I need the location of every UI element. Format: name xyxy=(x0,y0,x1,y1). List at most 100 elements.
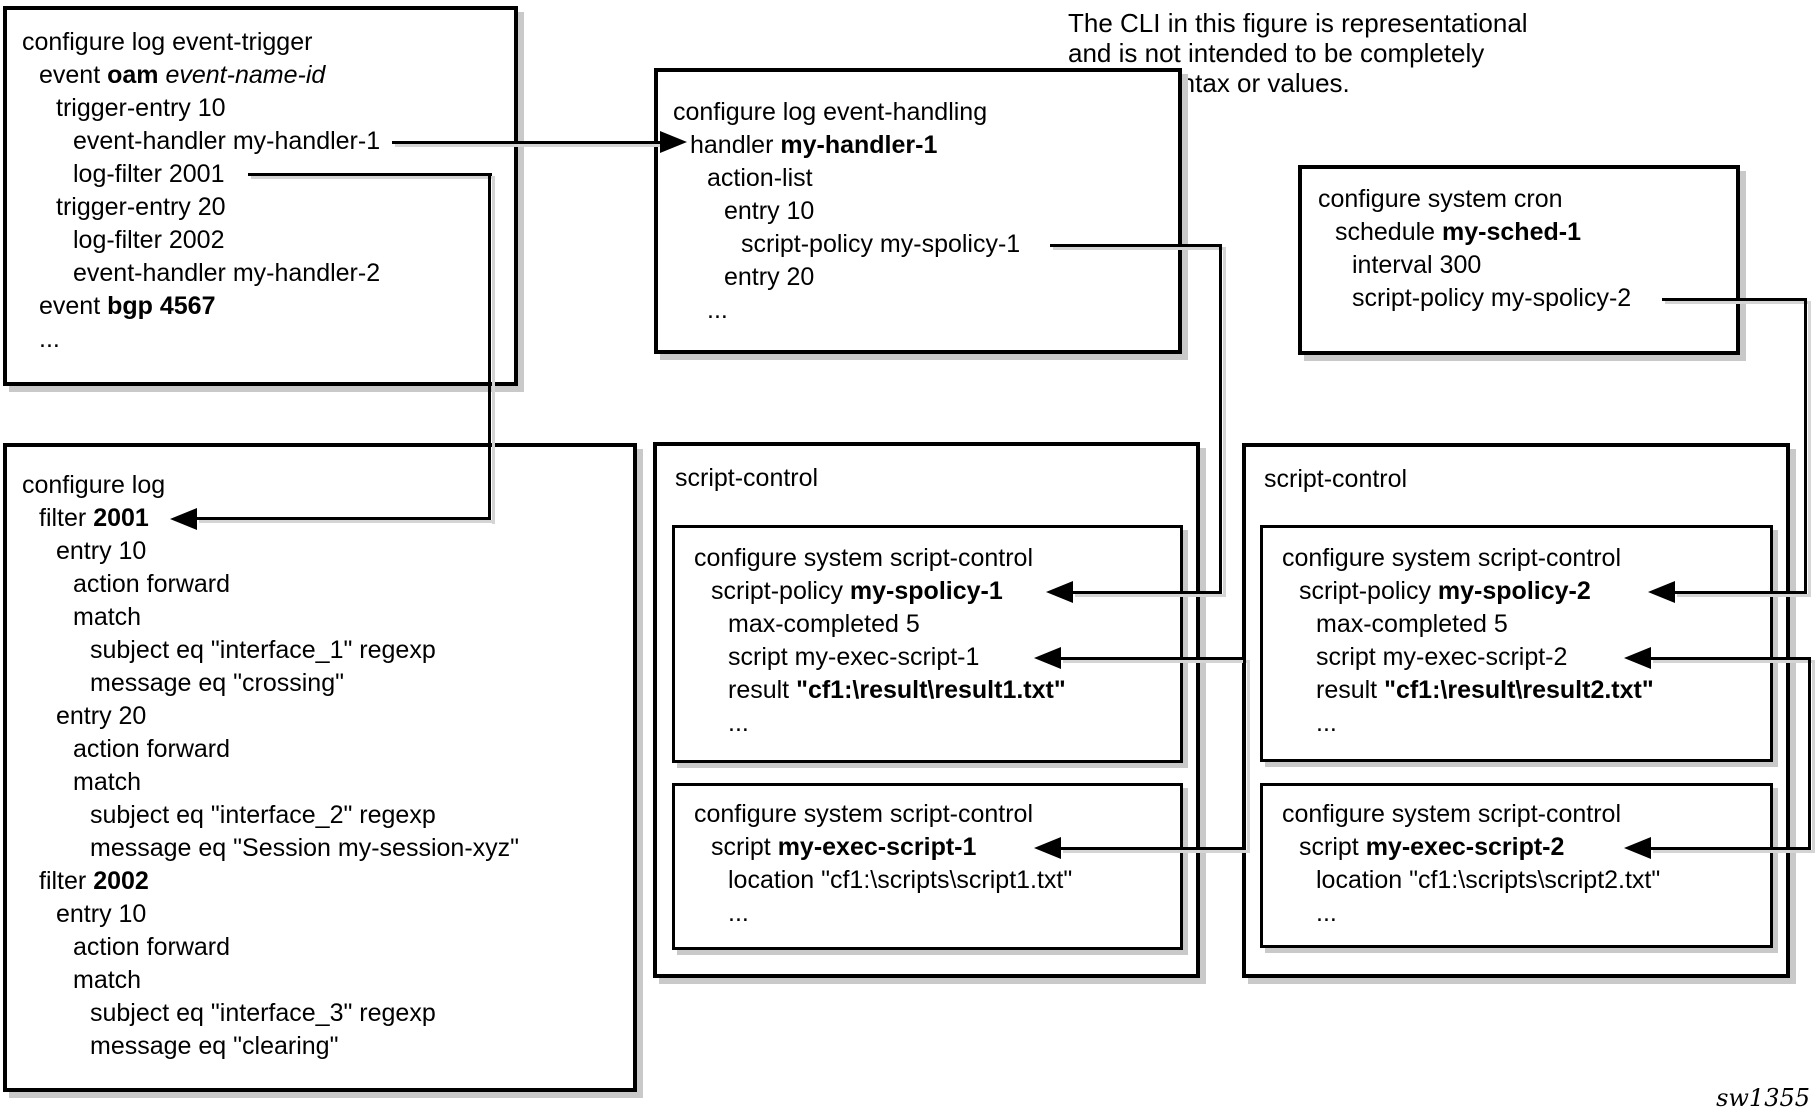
script-def-box-1: configure system script-control script my… xyxy=(672,783,1183,950)
cli-line: configure system script-control xyxy=(1282,544,1622,572)
arrowhead-left-icon xyxy=(1648,581,1675,603)
cli-line: match xyxy=(73,768,142,796)
arrow-line xyxy=(1060,847,1246,850)
cli-line: handler my-handler-1 xyxy=(690,131,938,159)
cli-line: script-policy my-spolicy-1 xyxy=(711,577,1003,605)
cli-line: trigger-entry 20 xyxy=(56,193,226,221)
cli-line: configure log event-handling xyxy=(673,98,988,126)
cli-line: configure system cron xyxy=(1318,185,1563,213)
cli-line: configure system script-control xyxy=(1282,800,1622,828)
cli-line: script-policy my-spolicy-2 xyxy=(1352,284,1632,312)
cli-line: ... xyxy=(1316,899,1337,927)
cli-line: interval 300 xyxy=(1352,251,1482,279)
cli-line: subject eq "interface_1" regexp xyxy=(90,636,436,664)
cli-line: entry 10 xyxy=(56,900,147,928)
arrow-line xyxy=(1219,244,1222,594)
cli-line: entry 10 xyxy=(724,197,815,225)
cli-line: action forward xyxy=(73,933,231,961)
arrow-line xyxy=(1072,591,1222,594)
cli-line: max-completed 5 xyxy=(728,610,920,638)
cron-cli: configure system cron schedule my-sched-1… xyxy=(1318,183,1730,315)
cli-line: script my-exec-script-2 xyxy=(1316,643,1568,671)
arrowhead-left-icon xyxy=(1624,837,1651,859)
cli-line: event-handler my-handler-2 xyxy=(73,259,381,287)
arrow-line xyxy=(1243,657,1246,850)
script-def-cli-2: configure system script-control script my… xyxy=(1282,798,1764,930)
note-text: The CLI in this figure is representation… xyxy=(1068,8,1808,98)
arrow-line xyxy=(1060,657,1246,660)
script-def-cli-1: configure system script-control script my… xyxy=(694,798,1174,930)
cli-line: filter 2001 xyxy=(39,504,149,532)
cli-line: result "cf1:\result\result2.txt" xyxy=(1316,676,1654,704)
arrow-line xyxy=(196,517,491,520)
cli-line: entry 20 xyxy=(56,702,147,730)
cli-line: subject eq "interface_2" regexp xyxy=(90,801,436,829)
cli-line: location "cf1:\scripts\script1.txt" xyxy=(728,866,1073,894)
script-def-box-2: configure system script-control script my… xyxy=(1260,783,1773,948)
cli-line: action forward xyxy=(73,570,231,598)
cli-line: entry 10 xyxy=(56,537,147,565)
arrow-line xyxy=(488,173,491,521)
cli-line: configure system script-control xyxy=(694,800,1034,828)
cli-line: action forward xyxy=(73,735,231,763)
log-filter-cli: configure log filter 2001 entry 10 action f… xyxy=(22,469,627,1063)
arrow-line xyxy=(1650,657,1811,660)
cli-line: action-list xyxy=(707,164,813,192)
arrowhead-left-icon xyxy=(1046,581,1073,603)
event-trigger-box: configure log event-trigger event oam eve… xyxy=(3,6,518,386)
cli-line: location "cf1:\scripts\script2.txt" xyxy=(1316,866,1661,894)
cli-line: entry 20 xyxy=(724,263,815,291)
cli-line: result "cf1:\result\result1.txt" xyxy=(728,676,1066,704)
arrowhead-left-icon xyxy=(1034,647,1061,669)
arrow-line xyxy=(392,141,662,144)
arrow-line xyxy=(1650,847,1810,850)
cli-line: configure log xyxy=(22,471,166,499)
log-filter-box: configure log filter 2001 entry 10 action f… xyxy=(3,443,637,1092)
cli-line: event oam event-name-id xyxy=(39,61,326,89)
cli-line: message eq "clearing" xyxy=(90,1032,339,1060)
event-handling-cli: configure log event-handling handler my-h… xyxy=(673,96,1172,327)
arrowhead-right-icon xyxy=(660,131,687,153)
script-control-label-2: script-control xyxy=(1264,465,1408,493)
arrow-line xyxy=(1804,298,1807,594)
cli-line: ... xyxy=(728,899,749,927)
cli-line: schedule my-sched-1 xyxy=(1335,218,1581,246)
cli-line: script my-exec-script-1 xyxy=(711,833,977,861)
arrowhead-left-icon xyxy=(1624,647,1651,669)
arrow-line xyxy=(1674,591,1807,594)
event-handling-box: configure log event-handling handler my-h… xyxy=(654,68,1182,354)
cli-line: and is not intended to be completely xyxy=(1068,38,1485,68)
cli-line: ... xyxy=(39,325,60,353)
arrow-line xyxy=(248,173,492,176)
cli-line: filter 2002 xyxy=(39,867,149,895)
cli-line: log-filter 2002 xyxy=(73,226,225,254)
cli-line: ... xyxy=(1316,709,1337,737)
cli-line: log-filter 2001 xyxy=(73,160,225,188)
cli-line: ... xyxy=(728,709,749,737)
figure-id-watermark: sw1355 xyxy=(1716,1084,1810,1112)
cli-line: configure log event-trigger xyxy=(22,28,313,56)
cli-line: match xyxy=(73,966,142,994)
cron-box: configure system cron schedule my-sched-1… xyxy=(1298,165,1740,355)
cli-line: message eq "crossing" xyxy=(90,669,344,697)
arrow-line xyxy=(1662,298,1807,301)
cli-line: script my-exec-script-1 xyxy=(728,643,980,671)
cli-line: event bgp 4567 xyxy=(39,292,216,320)
arrowhead-left-icon xyxy=(170,508,197,530)
arrowhead-left-icon xyxy=(1034,837,1061,859)
script-control-label-1: script-control xyxy=(675,464,819,492)
cli-line: The CLI in this figure is representation… xyxy=(1068,8,1528,38)
event-trigger-cli: configure log event-trigger event oam eve… xyxy=(22,26,508,356)
cli-line: script my-exec-script-2 xyxy=(1299,833,1565,861)
arrow-line xyxy=(1050,244,1222,247)
cli-line: max-completed 5 xyxy=(1316,610,1508,638)
cli-line: match xyxy=(73,603,142,631)
cli-line: trigger-entry 10 xyxy=(56,94,226,122)
cli-line: message eq "Session my-session-xyz" xyxy=(90,834,520,862)
cli-line: event-handler my-handler-1 xyxy=(73,127,381,155)
cli-line: ... xyxy=(707,296,728,324)
